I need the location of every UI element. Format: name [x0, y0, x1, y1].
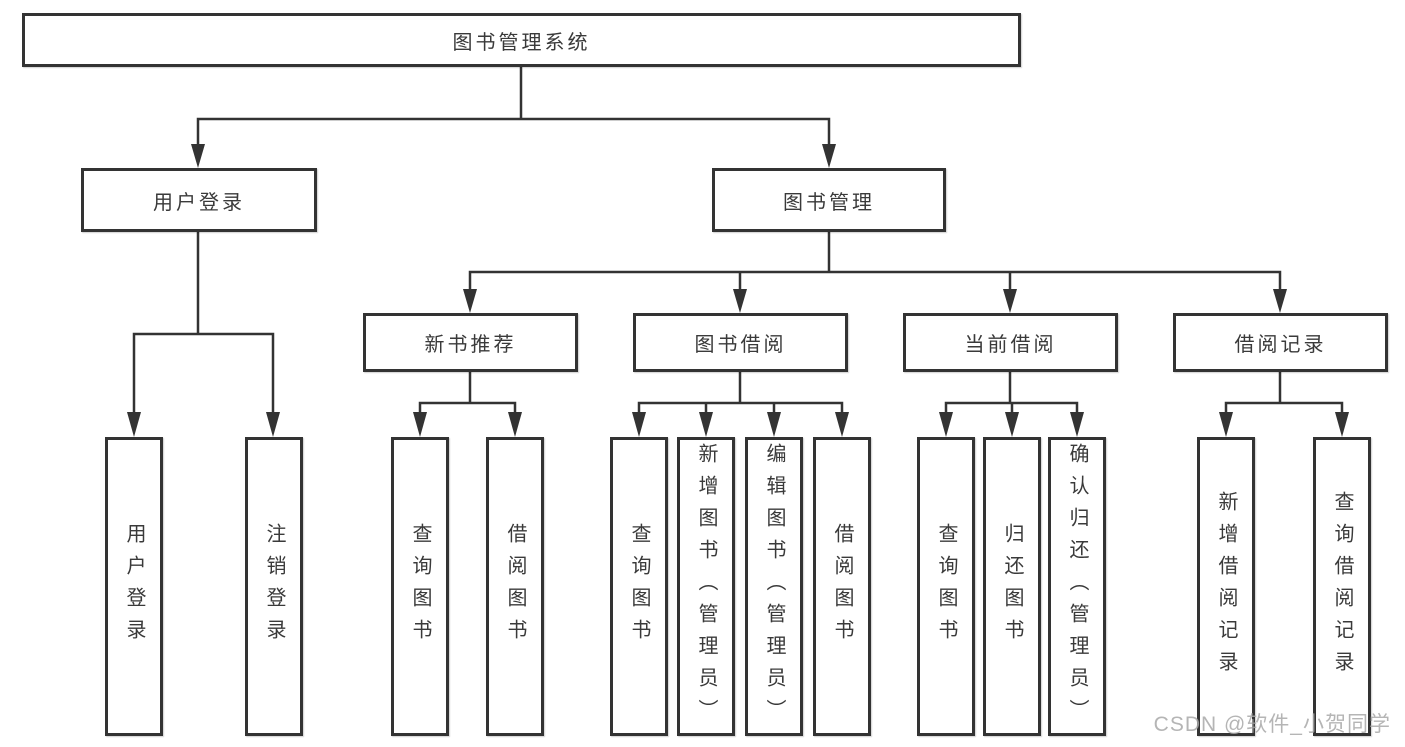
arrow-down-icon: [939, 412, 953, 437]
leaf-br-add-borrow-record: 新增借阅记录: [1197, 437, 1255, 736]
leaf-cb-return-books: 归还图书: [983, 437, 1041, 736]
connector-book-borrow-children: [632, 370, 849, 437]
leaf-cb-query-books: 查询图书: [917, 437, 975, 736]
arrow-down-icon: [413, 412, 427, 437]
node-label: 查询图书: [935, 522, 957, 651]
node-user-login: 用户登录: [81, 168, 317, 232]
node-label: 新增图书（管理员）: [695, 442, 717, 731]
arrow-down-icon: [699, 412, 713, 437]
arrow-down-icon: [1070, 412, 1084, 437]
leaf-logout: 注销登录: [245, 437, 303, 736]
node-label: 注销登录: [263, 522, 285, 651]
node-label: 借阅记录: [1234, 334, 1327, 356]
connector-root-to-level2: [191, 64, 836, 168]
arrow-down-icon: [191, 144, 205, 168]
arrow-down-icon: [767, 412, 781, 437]
arrow-down-icon: [1273, 289, 1287, 313]
node-label: 归还图书: [1001, 522, 1023, 651]
node-label: 确认归还（管理员）: [1066, 442, 1088, 731]
node-label: 新增借阅记录: [1215, 490, 1237, 683]
node-label: 查询借阅记录: [1331, 490, 1353, 683]
node-label: 查询图书: [628, 522, 650, 651]
arrow-down-icon: [127, 412, 141, 437]
csdn-watermark: CSDN @软件_小贺同学: [1153, 713, 1391, 736]
node-label: 用户登录: [123, 522, 145, 651]
arrow-down-icon: [508, 412, 522, 437]
node-label: 用户登录: [153, 191, 245, 214]
node-label: 图书管理系统: [452, 31, 591, 54]
arrow-down-icon: [1335, 412, 1349, 437]
leaf-nbr-borrow-books: 借阅图书: [486, 437, 544, 736]
arrow-down-icon: [632, 412, 646, 437]
node-label: 新书推荐: [424, 334, 517, 356]
leaf-bb-query-books: 查询图书: [610, 437, 668, 736]
node-label: 图书管理: [783, 191, 875, 214]
arrow-down-icon: [733, 289, 747, 313]
node-label: 借阅图书: [504, 522, 526, 651]
node-borrow-records: 借阅记录: [1173, 313, 1388, 372]
node-label: 查询图书: [409, 522, 431, 651]
node-book-borrow: 图书借阅: [633, 313, 848, 372]
node-book-management: 图书管理: [712, 168, 946, 232]
connector-user-login-children: [127, 230, 280, 437]
leaf-bb-borrow-books: 借阅图书: [813, 437, 871, 736]
arrow-down-icon: [1005, 412, 1019, 437]
leaf-bb-edit-books-admin: 编辑图书（管理员）: [745, 437, 803, 736]
node-label: 图书借阅: [694, 334, 787, 356]
arrow-down-icon: [1219, 412, 1233, 437]
arrow-down-icon: [463, 289, 477, 313]
connector-book-management-children: [463, 230, 1287, 313]
node-label: 编辑图书（管理员）: [763, 442, 785, 731]
node-root: 图书管理系统: [22, 13, 1021, 67]
node-new-book-recommend: 新书推荐: [363, 313, 578, 372]
arrow-down-icon: [1003, 289, 1017, 313]
arrow-down-icon: [822, 144, 836, 168]
leaf-br-query-borrow-record: 查询借阅记录: [1313, 437, 1371, 736]
node-current-borrow: 当前借阅: [903, 313, 1118, 372]
node-label: 借阅图书: [831, 522, 853, 651]
leaf-cb-confirm-return-admin: 确认归还（管理员）: [1048, 437, 1106, 736]
leaf-bb-add-books-admin: 新增图书（管理员）: [677, 437, 735, 736]
connector-current-borrow-children: [939, 370, 1084, 437]
leaf-nbr-query-books: 查询图书: [391, 437, 449, 736]
node-label: 当前借阅: [964, 334, 1057, 356]
connector-borrow-records-children: [1219, 370, 1349, 437]
connector-new-book-recommend-children: [413, 370, 522, 437]
leaf-user-login: 用户登录: [105, 437, 163, 736]
arrow-down-icon: [835, 412, 849, 437]
arrow-down-icon: [266, 412, 280, 437]
